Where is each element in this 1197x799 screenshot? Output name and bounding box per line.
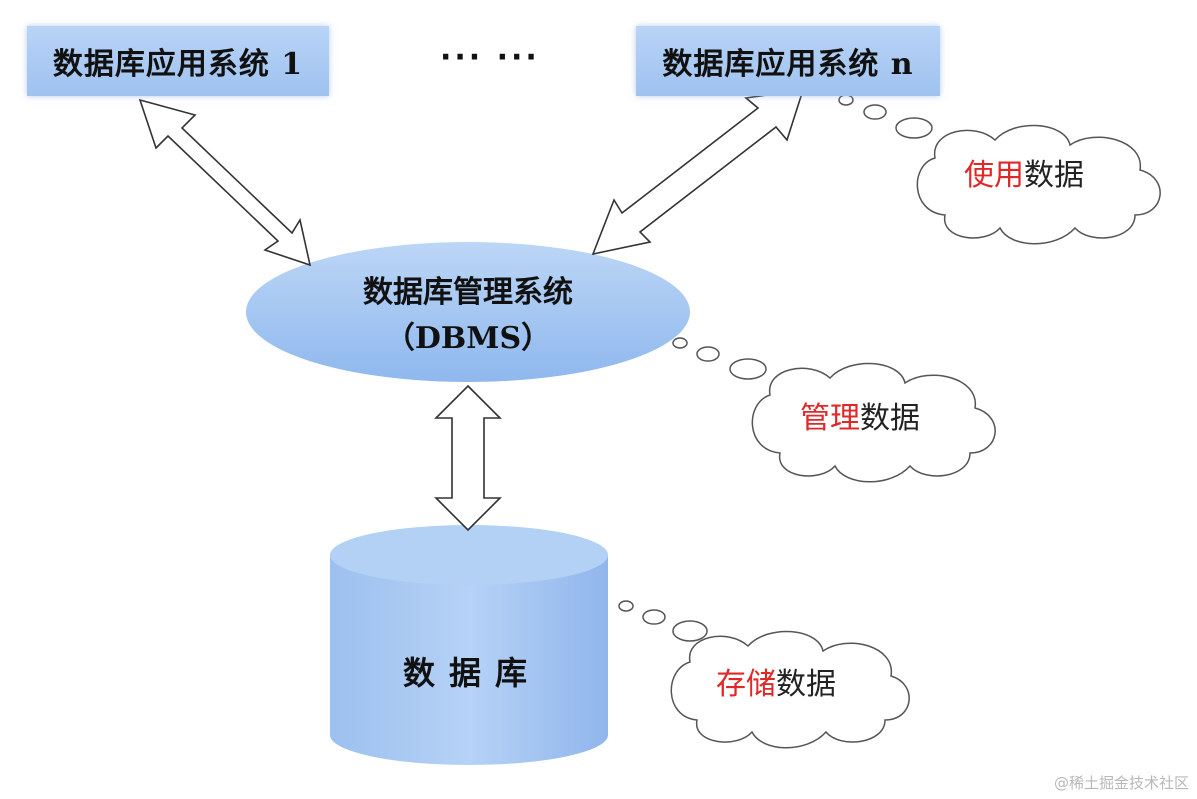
cloud-manage-highlight: 管理 bbox=[800, 401, 860, 436]
cloud-manage-rest: 数据 bbox=[860, 401, 920, 436]
ellipsis: ··· ··· bbox=[440, 40, 540, 75]
thought-bubble-store bbox=[618, 600, 910, 749]
arrow-dbms-database bbox=[434, 384, 502, 532]
thought-bubble-manage bbox=[672, 337, 996, 483]
app-system-n-label: 数据库应用系统 n bbox=[662, 47, 914, 82]
cloud-store-rest: 数据 bbox=[776, 667, 836, 702]
cloud-store-highlight: 存储 bbox=[716, 667, 776, 702]
database-cylinder bbox=[330, 525, 608, 765]
thought-bubble-use bbox=[838, 94, 1161, 245]
arrow-app1-dbms bbox=[138, 98, 312, 267]
dbms-name: 数据库管理系统 bbox=[363, 275, 573, 310]
cloud-store-text: 存储数据 bbox=[716, 659, 836, 703]
database-label: 数据库 bbox=[403, 654, 542, 692]
cloud-use-rest: 数据 bbox=[1024, 158, 1084, 193]
dbms-label: 数据库管理系统 （DBMS） bbox=[248, 270, 688, 362]
cloud-use-highlight: 使用 bbox=[964, 158, 1024, 193]
app-system-1-label: 数据库应用系统 1 bbox=[52, 47, 304, 82]
app-system-1-box: 数据库应用系统 1 bbox=[27, 26, 329, 96]
dbms-ellipse bbox=[246, 242, 690, 382]
dbms-abbr: （DBMS） bbox=[384, 321, 552, 356]
cloud-manage-text: 管理数据 bbox=[800, 393, 920, 437]
watermark: @稀土掘金技术社区 bbox=[1053, 774, 1189, 792]
app-system-n-box: 数据库应用系统 n bbox=[636, 26, 940, 96]
arrow-appn-dbms bbox=[591, 89, 805, 256]
cloud-use-text: 使用数据 bbox=[964, 150, 1084, 194]
